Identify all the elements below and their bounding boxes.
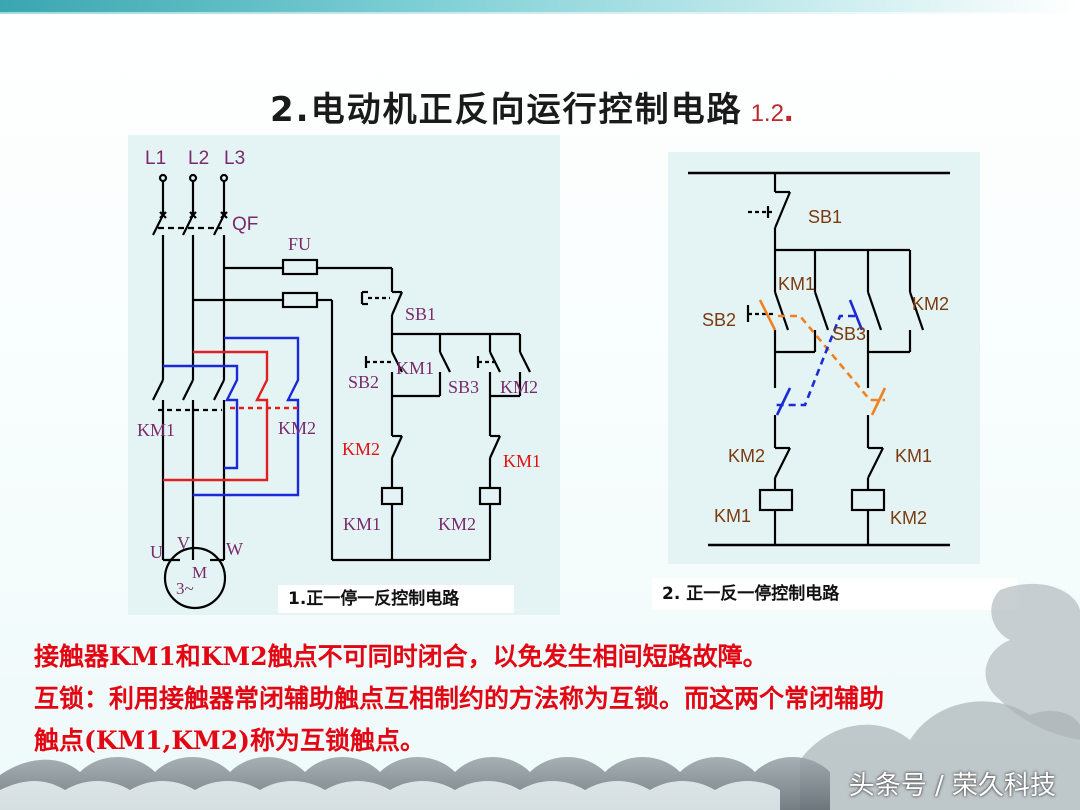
right-diagram-panel	[668, 152, 980, 564]
label-v: V	[177, 533, 190, 553]
right-diagram-caption: 2. 正一反一停控制电路	[652, 578, 1017, 610]
label-motor-m: M	[192, 563, 207, 582]
label-qf: QF	[232, 214, 258, 235]
label-sb1: SB1	[405, 304, 436, 324]
label-l2: L2	[188, 148, 209, 169]
left-circuit	[152, 173, 531, 610]
label-fu: FU	[288, 234, 311, 254]
label-l1: L1	[145, 148, 166, 169]
label-motor-3: 3~	[176, 579, 194, 598]
label-u: U	[150, 542, 163, 562]
label-km1-coil: KM1	[343, 514, 381, 534]
title-sub: 1.2	[750, 100, 784, 127]
label-r-km2-coil: KM2	[890, 508, 927, 528]
label-km2-hold: KM2	[500, 377, 538, 397]
slide-title: 2.电动机正反向运行控制电路 1.2.	[270, 82, 793, 132]
label-r-sb1: SB1	[808, 207, 842, 227]
label-r-km2-interlock: KM2	[728, 446, 765, 466]
title-dot: .	[783, 91, 794, 129]
watermark-text: 头条号 / 荣久科技	[848, 771, 1056, 801]
label-r-sb3: SB3	[832, 324, 866, 344]
label-r-km1-coil: KM1	[714, 506, 751, 526]
label-r-km1-interlock: KM1	[895, 446, 932, 466]
left-diagram-panel	[128, 135, 560, 615]
label-r-km2-hold: KM2	[912, 294, 949, 314]
note-line-3: 触点(KM1,KM2)称为互锁触点。	[34, 726, 425, 755]
left-diagram-caption: 1.正一停一反控制电路	[278, 585, 514, 613]
label-r-sb2: SB2	[702, 310, 736, 330]
label-km1-hold: KM1	[396, 358, 434, 378]
label-sb2: SB2	[348, 372, 379, 392]
label-l3: L3	[224, 148, 245, 169]
note-line-1: 接触器KM1和KM2触点不可同时闭合，以免发生相间短路故障。	[34, 642, 768, 671]
right-circuit	[688, 171, 950, 547]
title-main: 2.电动机正反向运行控制电路	[270, 90, 743, 130]
label-r-km1-hold: KM1	[778, 274, 815, 294]
note-line-2: 互锁：利用接触器常闭辅助触点互相制约的方法称为互锁。而这两个常闭辅助	[34, 684, 885, 713]
top-banner	[0, 0, 1080, 12]
label-km1-interlock: KM1	[503, 451, 541, 471]
left-km2-wiring	[163, 336, 302, 497]
label-km2-main: KM2	[278, 418, 316, 438]
label-km1-main: KM1	[137, 420, 175, 440]
label-sb3: SB3	[448, 377, 479, 397]
right-interlock-wiring	[758, 299, 887, 416]
top-banner-line	[0, 12, 1080, 14]
label-km2-interlock: KM2	[342, 439, 380, 459]
label-w: W	[226, 539, 243, 559]
label-km2-coil: KM2	[438, 514, 476, 534]
